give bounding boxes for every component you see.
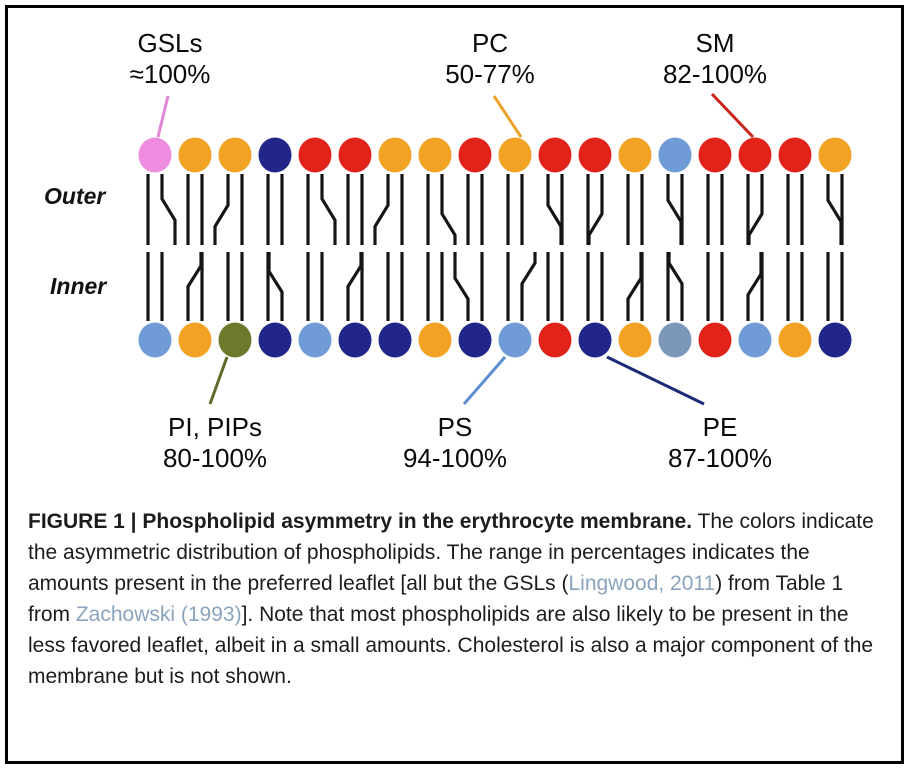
lipid-head-outer: [378, 137, 412, 173]
citation-link[interactable]: Lingwood, 2011: [568, 572, 716, 595]
annotation-sm-label: SM: [695, 28, 735, 58]
lipid-head-inner: [218, 322, 252, 358]
lipid-head-inner: [658, 322, 692, 358]
annotation-leader-pe: [606, 355, 705, 406]
annotation-gsls: GSLs ≈100%: [85, 28, 255, 90]
annotation-sm: SM 82-100%: [630, 28, 800, 90]
lipid-head-inner: [258, 322, 292, 358]
lipid-head-outer: [818, 137, 852, 173]
lipid-head-outer: [418, 137, 452, 173]
annotation-ps-label: PS: [437, 412, 473, 442]
lipid-head-inner: [778, 322, 812, 358]
annotation-pi-pips-label: PI, PIPs: [168, 412, 262, 442]
lipid-head-outer: [178, 137, 212, 173]
annotation-pi-pips-range: 80-100%: [162, 443, 268, 473]
lipid-head-inner: [618, 322, 652, 358]
lipid-head-inner: [338, 322, 372, 358]
lipid-tails: [146, 174, 844, 321]
lipid-heads: [138, 137, 852, 358]
annotation-pi-pips: PI, PIPs 80-100%: [130, 412, 300, 474]
lipid-head-inner: [498, 322, 532, 358]
lipid-head-inner: [578, 322, 612, 358]
caption-text: ]. Note that most phospholipids are also…: [28, 603, 874, 688]
annotation-pe-label: PE: [702, 412, 738, 442]
lipid-head-inner: [738, 322, 772, 358]
annotation-leader-pi: [208, 356, 229, 405]
annotation-ps-range: 94-100%: [402, 443, 508, 473]
lipid-head-inner: [458, 322, 492, 358]
annotation-pc-label: PC: [471, 28, 509, 58]
annotation-leader-gsls: [156, 95, 170, 138]
annotation-leader-sm: [710, 92, 755, 139]
lipid-head-outer: [498, 137, 532, 173]
lipid-head-outer: [778, 137, 812, 173]
lipid-head-outer: [618, 137, 652, 173]
lipid-head-inner: [418, 322, 452, 358]
annotation-leader-pc: [492, 95, 523, 138]
lipid-head-inner: [298, 322, 332, 358]
annotation-pc-range: 50-77%: [445, 59, 535, 89]
annotation-pe: PE 87-100%: [635, 412, 805, 474]
lipid-head-inner: [378, 322, 412, 358]
lipid-head-outer: [578, 137, 612, 173]
lipid-head-outer: [258, 137, 292, 173]
lipid-head-outer: [218, 137, 252, 173]
annotation-pe-range: 87-100%: [667, 443, 773, 473]
lipid-head-outer: [338, 137, 372, 173]
lipid-head-inner: [818, 322, 852, 358]
membrane-diagram: Outer Inner GSLs ≈100% PC 50-77% SM 82-1…: [44, 28, 852, 474]
outer-leaflet-label: Outer: [44, 183, 106, 209]
membrane-illustration: [138, 92, 852, 406]
annotation-ps: PS 94-100%: [370, 412, 540, 474]
annotation-gsls-label: GSLs: [137, 28, 203, 58]
lipid-head-inner: [178, 322, 212, 358]
lipid-head-outer: [458, 137, 492, 173]
lipid-head-outer: [538, 137, 572, 173]
caption-text: The colors indicate the asymmetric distr…: [28, 510, 874, 595]
lipid-head-outer: [658, 137, 692, 173]
lipid-head-outer: [738, 137, 772, 173]
caption-text: FIGURE 1 | Phospholipid asymmetry in the…: [28, 510, 693, 533]
annotation-gsls-range: ≈100%: [129, 59, 211, 89]
annotation-pc: PC 50-77%: [405, 28, 575, 90]
lipid-head-inner: [538, 322, 572, 358]
lipid-head-outer: [298, 137, 332, 173]
lipid-head-outer: [138, 137, 172, 173]
annotation-leader-ps: [462, 356, 507, 405]
citation-link[interactable]: Zachowski (1993): [75, 603, 242, 626]
annotation-sm-range: 82-100%: [662, 59, 768, 89]
caption-text: ) from Table 1 from: [28, 572, 844, 626]
figure-caption: FIGURE 1 | Phospholipid asymmetry in the…: [28, 506, 883, 692]
lipid-head-inner: [698, 322, 732, 358]
lipid-head-outer: [698, 137, 732, 173]
lipid-head-inner: [138, 322, 172, 358]
inner-leaflet-label: Inner: [50, 273, 107, 299]
